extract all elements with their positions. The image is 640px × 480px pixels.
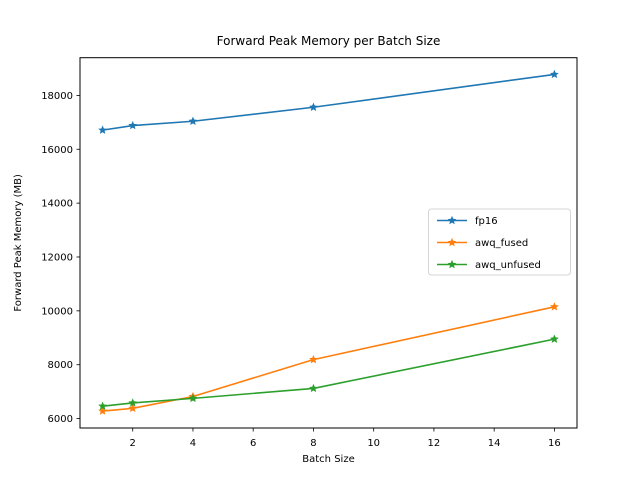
x-axis-label: Batch Size: [302, 454, 354, 465]
data-point-marker: [550, 302, 559, 311]
data-point-marker: [188, 393, 198, 403]
x-tick-label: 10: [367, 438, 380, 449]
y-tick-label: 10000: [41, 306, 73, 317]
axes-spines: [79, 57, 578, 429]
legend-marker: [447, 259, 457, 269]
legend-label: awq_fused: [475, 238, 528, 249]
data-point-marker: [309, 383, 318, 393]
data-point-marker: [128, 398, 138, 407]
series-awq_unfused: [98, 334, 559, 410]
y-tick-label: 8000: [48, 360, 73, 371]
data-point-marker: [309, 355, 318, 364]
data-point-marker: [98, 401, 107, 410]
y-tick-label: 12000: [41, 252, 73, 263]
x-tick-label: 14: [488, 438, 501, 449]
data-point-marker: [188, 116, 198, 125]
legend: fp16 awq_fused awq_unfused: [428, 208, 571, 276]
y-tick-label: 6000: [48, 414, 73, 425]
y-tick-label: 14000: [41, 199, 73, 210]
x-axis: 2 4 6 8 10 12 14 16: [130, 428, 561, 449]
x-tick-label: 6: [250, 438, 256, 449]
data-point-marker: [550, 334, 559, 343]
x-tick-label: 8: [310, 438, 316, 449]
x-tick-label: 2: [130, 438, 136, 449]
legend-marker: [447, 237, 457, 247]
legend-marker: [447, 215, 457, 225]
y-tick-label: 16000: [41, 145, 73, 156]
x-tick-label: 12: [428, 438, 441, 449]
legend-entry-awq_unfused: awq_unfused: [437, 259, 541, 271]
data-point-marker: [128, 403, 138, 413]
x-tick-label: 4: [190, 438, 196, 449]
y-axis: 6000 8000 10000 12000 14000 16000 18000: [41, 91, 80, 425]
legend-entry-fp16: fp16: [437, 215, 498, 227]
legend-box: [428, 208, 571, 276]
x-tick-label: 16: [548, 438, 561, 449]
data-point-marker: [128, 120, 138, 130]
data-point-marker: [309, 102, 318, 111]
legend-label: awq_unfused: [475, 260, 541, 271]
data-point-marker: [98, 406, 107, 415]
legend-label: fp16: [475, 216, 498, 227]
legend-entry-awq_fused: awq_fused: [437, 237, 528, 249]
y-tick-label: 18000: [41, 91, 73, 102]
chart-title: Forward Peak Memory per Batch Size: [217, 34, 441, 48]
y-axis-label: Forward Peak Memory (MB): [13, 174, 24, 312]
data-point-marker: [550, 69, 559, 79]
series-fp16: [98, 69, 559, 134]
data-point-marker: [98, 125, 107, 134]
